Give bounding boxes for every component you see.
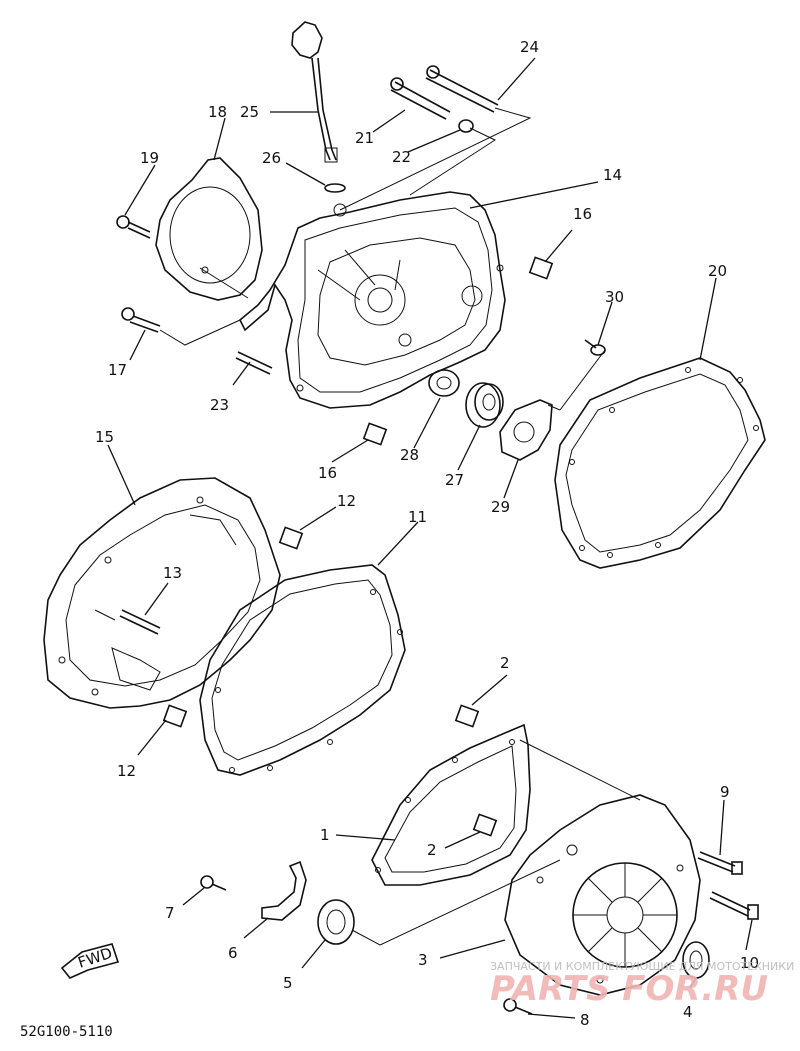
callout-27: 27 (445, 471, 464, 489)
callout-25: 25 (240, 103, 259, 121)
bolt (584, 339, 606, 356)
dowel-pin (472, 813, 498, 837)
dowel-pin (278, 526, 304, 550)
callout-1: 1 (320, 826, 330, 844)
oil-seal (317, 899, 355, 945)
callout-26: 26 (262, 149, 281, 167)
bearing (465, 382, 504, 428)
screw (200, 875, 227, 891)
leader-lines (107, 57, 753, 1019)
callout-17: 17 (108, 361, 127, 379)
callout-12-lower: 12 (117, 762, 136, 780)
watermark-brand: PARTS FOR.RU (490, 969, 768, 1009)
callout-9: 9 (720, 783, 730, 801)
cover-gasket (554, 357, 766, 569)
dowel-pin (454, 704, 480, 728)
callout-14: 14 (603, 166, 622, 184)
cover-plate (155, 157, 263, 301)
forward-direction-marker: FWD (60, 943, 120, 979)
callout-5: 5 (283, 974, 293, 992)
callout-11: 11 (408, 508, 427, 526)
oil-seal (428, 369, 460, 397)
callout-19: 19 (140, 149, 159, 167)
oil-dipstick (291, 21, 338, 163)
long-bolts (390, 65, 499, 133)
watermark-text: ЗАПЧАСТИ И КОМПЛЕКТУЮЩИЕ ДЛЯ МОТОТЕХНИКИ (490, 960, 794, 973)
callout-3: 3 (418, 951, 428, 969)
callout-23: 23 (210, 396, 229, 414)
bolts (697, 851, 759, 920)
callout-20: 20 (708, 262, 727, 280)
callout-13: 13 (163, 564, 182, 582)
crankcase-cover-left (43, 477, 281, 709)
dowel-pin (162, 704, 188, 728)
crankcase-cover-right (239, 191, 506, 409)
small-gasket (499, 399, 553, 461)
clutch-cover (504, 794, 701, 996)
callout-2-upper: 2 (500, 654, 510, 672)
callout-7: 7 (165, 904, 175, 922)
callout-22: 22 (392, 148, 411, 166)
bolt (119, 609, 161, 635)
clutch-cover-gasket (371, 723, 531, 886)
bolt (121, 307, 161, 333)
callout-24: 24 (520, 38, 539, 56)
callout-6: 6 (228, 944, 238, 962)
bracket-clip (261, 860, 307, 921)
callout-16-upper: 16 (573, 205, 592, 223)
callout-28: 28 (400, 446, 419, 464)
screw (116, 215, 151, 239)
callout-12-upper: 12 (337, 492, 356, 510)
callout-4: 4 (683, 1003, 693, 1021)
o-ring (324, 183, 346, 193)
callout-29: 29 (491, 498, 510, 516)
diagram-code: 52G100-5110 (20, 1024, 113, 1040)
callout-16-lower: 16 (318, 464, 337, 482)
callout-labels: 24 25 18 19 21 22 26 14 16 20 30 17 23 1… (95, 38, 759, 1029)
watermark: ЗАПЧАСТИ И КОМПЛЕКТУЮЩИЕ ДЛЯ МОТОТЕХНИКИ… (490, 960, 794, 1009)
stud (235, 351, 273, 375)
crankcase-gasket (199, 564, 406, 776)
callout-2-lower: 2 (427, 841, 437, 859)
callout-8: 8 (580, 1011, 590, 1029)
dowel-pin (362, 422, 388, 446)
callout-30: 30 (605, 288, 624, 306)
callout-15: 15 (95, 428, 114, 446)
callout-10: 10 (740, 954, 759, 972)
dowel-pin (528, 256, 554, 280)
callout-18: 18 (208, 103, 227, 121)
callout-21: 21 (355, 129, 374, 147)
bolt (503, 998, 533, 1015)
